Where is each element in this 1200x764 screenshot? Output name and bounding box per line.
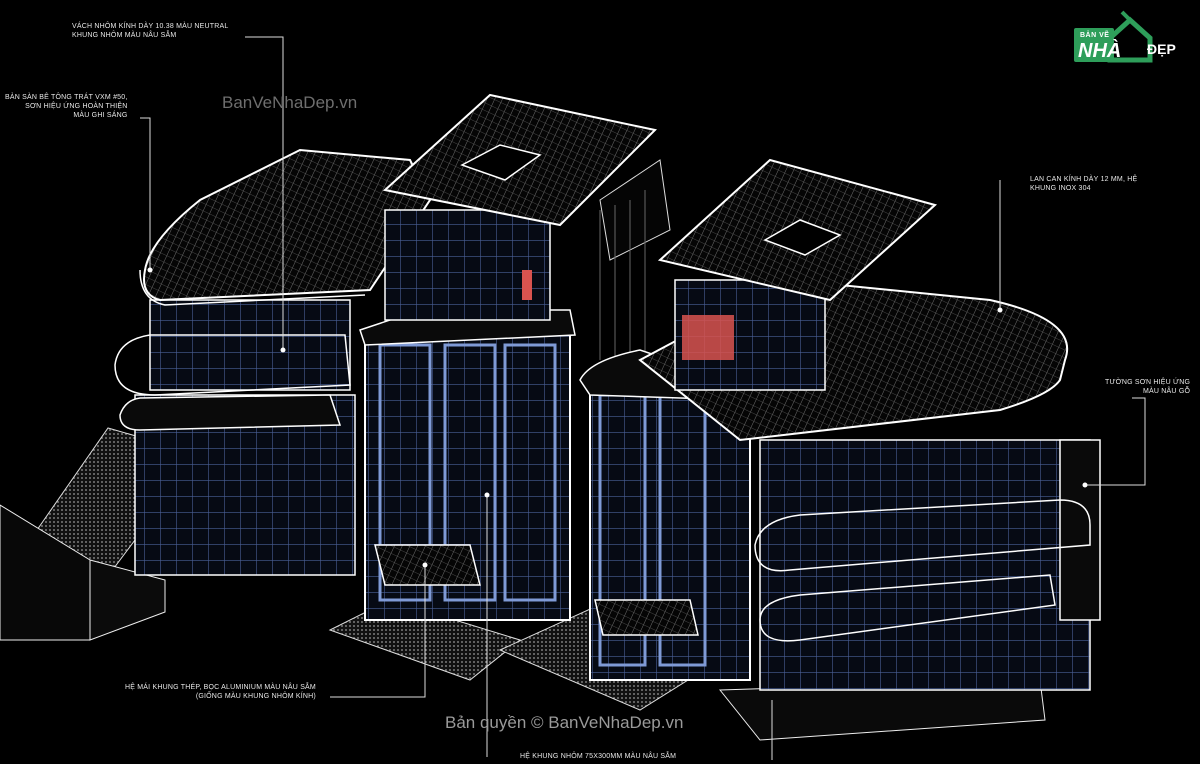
annotation-top-glass: VÁCH NHÔM KÍNH DÀY 10.38 MÀU NEUTRAL KHU… bbox=[72, 22, 228, 40]
house-logo-icon bbox=[1074, 10, 1153, 63]
annotation-line: TƯỜNG SƠN HIỆU ỨNG bbox=[1105, 379, 1191, 386]
annotation-frame: HỆ KHUNG NHÔM 75X300MM MÀU NÂU SẪM bbox=[520, 752, 676, 761]
annotation-line: (GIỐNG MÀU KHUNG NHÔM KÍNH) bbox=[195, 693, 316, 700]
watermark-top: BanVeNhaDep.vn bbox=[222, 93, 358, 112]
leader-dots bbox=[147, 267, 1088, 568]
annotation-line: LAN CAN KÍNH DÀY 12 MM, HỆ bbox=[1030, 176, 1138, 183]
logo-small-text: BẢN VẼ bbox=[1080, 32, 1110, 39]
annotation-line: VÁCH NHÔM KÍNH DÀY 10.38 MÀU NEUTRAL bbox=[72, 23, 229, 30]
annotation-wall: TƯỜNG SƠN HIỆU ỨNG MÀU NÂU GỖ bbox=[1105, 378, 1190, 396]
leader-lines bbox=[140, 36, 1146, 760]
annotation-line: SƠN HIỆU ỨNG HOÀN THIỆN bbox=[25, 103, 128, 110]
right-wing bbox=[638, 158, 1101, 691]
central-tower bbox=[359, 93, 671, 621]
logo-main-text: NHÀ bbox=[1078, 40, 1122, 62]
annotation-line: KHUNG NHÔM MÀU NÂU SẪM bbox=[72, 32, 177, 39]
left-wing bbox=[114, 148, 432, 576]
annotation-line: HỆ KHUNG NHÔM 75X300MM MÀU NÂU SẪM bbox=[520, 753, 677, 760]
annotation-line: KHUNG INOX 304 bbox=[1030, 185, 1091, 192]
site-logo: BẢN VẼ NHÀ ĐẸP bbox=[1070, 10, 1190, 66]
annotation-slab: BẢN SÀN BÊ TÔNG TRÁT VXM #50, SƠN HIỆU Ứ… bbox=[5, 93, 128, 120]
annotation-line: MÀU NÂU GỖ bbox=[1143, 388, 1191, 395]
annotation-railing: LAN CAN KÍNH DÀY 12 MM, HỆ KHUNG INOX 30… bbox=[1030, 175, 1137, 193]
logo-sub-text: ĐẸP bbox=[1147, 41, 1176, 57]
annotation-line: BẢN SÀN BÊ TÔNG TRÁT VXM #50, bbox=[5, 94, 128, 101]
watermark-bottom: Bản quyền © BanVeNhaDep.vn bbox=[445, 713, 684, 732]
right-tower bbox=[579, 349, 751, 681]
annotation-line: HỆ MÁI KHUNG THÉP, BỌC ALUMINIUM MÀU NÂU… bbox=[125, 684, 316, 691]
annotation-line: MÀU GHI SÁNG bbox=[73, 112, 128, 119]
annotation-canopy: HỆ MÁI KHUNG THÉP, BỌC ALUMINIUM MÀU NÂU… bbox=[125, 683, 316, 701]
